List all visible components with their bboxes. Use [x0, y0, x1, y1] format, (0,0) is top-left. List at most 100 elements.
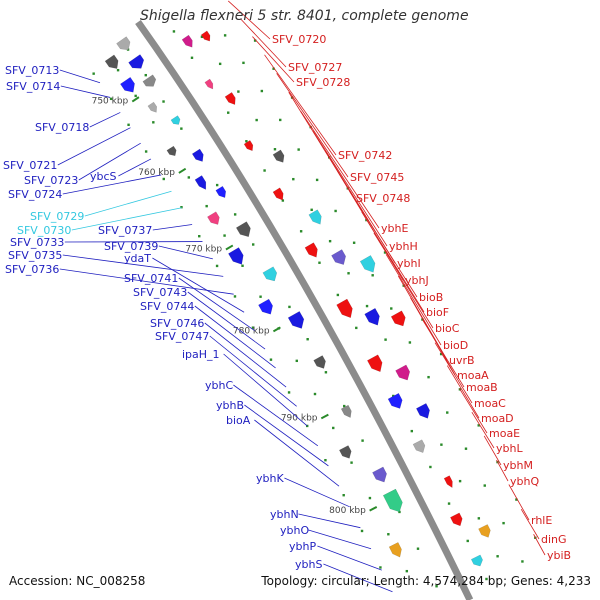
- gene-feature: [116, 36, 131, 51]
- right-gene-label: SFV_0727: [288, 61, 342, 74]
- left-gene-label: SFV_0737: [98, 224, 152, 237]
- tick-dot: [259, 295, 262, 298]
- tick-dot: [310, 208, 313, 211]
- left-leader-line: [59, 268, 234, 295]
- tick-dot: [416, 547, 420, 550]
- gene-feature: [313, 355, 326, 369]
- tick-dot: [360, 529, 364, 533]
- right-leader-line: [496, 459, 509, 482]
- left-leader-line: [152, 224, 193, 231]
- right-leader-line: [361, 211, 425, 313]
- gene-feature: [104, 54, 119, 69]
- left-gene-label: SFV_0744: [140, 300, 194, 313]
- tick-dot: [387, 533, 390, 536]
- left-gene-label: ybhO: [280, 524, 309, 537]
- gene-feature: [166, 145, 177, 157]
- gene-feature: [339, 445, 352, 459]
- right-leader-line: [385, 254, 442, 346]
- tick-dot: [281, 199, 285, 202]
- gene-feature: [258, 298, 273, 315]
- left-leader-line: [84, 190, 172, 217]
- tick-dot: [313, 392, 317, 396]
- kbp-label: 750 kbp: [92, 96, 129, 106]
- right-gene-label: bioD: [443, 339, 468, 352]
- left-gene-label: ybhK: [256, 472, 284, 485]
- right-leader-line: [227, 0, 271, 40]
- tick-dot: [144, 73, 147, 77]
- tick-dot: [233, 213, 237, 216]
- right-gene-label: bioF: [426, 306, 449, 319]
- gene-feature: [224, 92, 236, 105]
- tick-dot: [295, 359, 298, 363]
- right-gene-label: rhlE: [531, 514, 552, 527]
- gene-feature: [181, 34, 193, 48]
- left-leader-line: [187, 291, 266, 350]
- tick-dot: [205, 204, 208, 208]
- gene-feature: [215, 185, 227, 199]
- left-leader-line: [158, 245, 213, 260]
- tick-dot: [336, 293, 340, 297]
- gene-feature: [147, 101, 157, 113]
- gene-feature: [395, 364, 411, 381]
- tick-dot: [92, 72, 95, 75]
- right-leader-line: [508, 484, 530, 521]
- tick-dot: [355, 326, 358, 330]
- gene-feature: [372, 466, 387, 483]
- tick-dot: [269, 358, 273, 361]
- tick-dot: [299, 230, 303, 233]
- left-leader-line: [178, 277, 255, 331]
- tick-dot: [215, 264, 219, 268]
- kbp-tick: [369, 506, 378, 512]
- left-leader-line: [308, 529, 372, 550]
- left-gene-label: SFV_0729: [30, 210, 84, 223]
- left-leader-line: [59, 69, 101, 84]
- left-leader-line: [62, 254, 224, 277]
- tick-dot: [496, 555, 499, 558]
- right-gene-label: ybhJ: [405, 274, 429, 287]
- tick-dot: [180, 127, 183, 130]
- tick-dot: [515, 498, 518, 501]
- right-gene-label: moaC: [474, 397, 506, 410]
- tick-dot: [297, 148, 300, 151]
- left-leader-line: [204, 322, 287, 388]
- left-leader-line: [57, 127, 131, 166]
- left-gene-label: SFV_0735: [8, 249, 62, 262]
- left-gene-label: ybhN: [270, 508, 299, 521]
- left-gene-label: SFV_0713: [5, 64, 59, 77]
- tick-dot: [223, 234, 226, 237]
- kbp-label: 780 kbp: [233, 326, 270, 336]
- right-leader-line: [240, 18, 287, 68]
- tick-dot: [255, 118, 258, 122]
- left-gene-label: SFV_0741: [124, 272, 178, 285]
- right-leader-line: [312, 130, 388, 247]
- gene-feature: [478, 524, 491, 538]
- left-leader-line: [152, 257, 245, 313]
- gene-feature: [382, 488, 403, 513]
- right-gene-label: ybiB: [547, 549, 571, 562]
- tick-dot: [429, 465, 432, 469]
- kbp-label: 760 kbp: [138, 168, 175, 178]
- left-gene-label: SFV_0747: [155, 330, 209, 343]
- tick-dot: [439, 352, 443, 356]
- right-leader-line: [434, 342, 473, 404]
- tick-dot: [251, 326, 255, 329]
- left-leader-line: [317, 545, 382, 571]
- tick-dot: [365, 304, 369, 308]
- tick-dot: [408, 341, 412, 344]
- left-gene-label: ybhB: [216, 399, 244, 412]
- left-leader-line: [284, 477, 350, 508]
- gene-feature: [388, 542, 402, 558]
- kbp-tick: [272, 326, 281, 333]
- left-leader-line: [118, 158, 152, 177]
- gene-feature: [235, 221, 251, 238]
- gene-feature: [287, 310, 305, 329]
- tick-dot: [390, 307, 393, 310]
- kbp-label: 790 kbp: [281, 413, 318, 423]
- left-gene-label: ybhC: [205, 379, 233, 392]
- tick-dot: [253, 39, 257, 42]
- right-gene-label: SFV_0745: [350, 171, 404, 184]
- gene-feature: [470, 554, 483, 567]
- right-gene-label: bioC: [435, 322, 460, 335]
- left-gene-label: SFV_0723: [24, 174, 78, 187]
